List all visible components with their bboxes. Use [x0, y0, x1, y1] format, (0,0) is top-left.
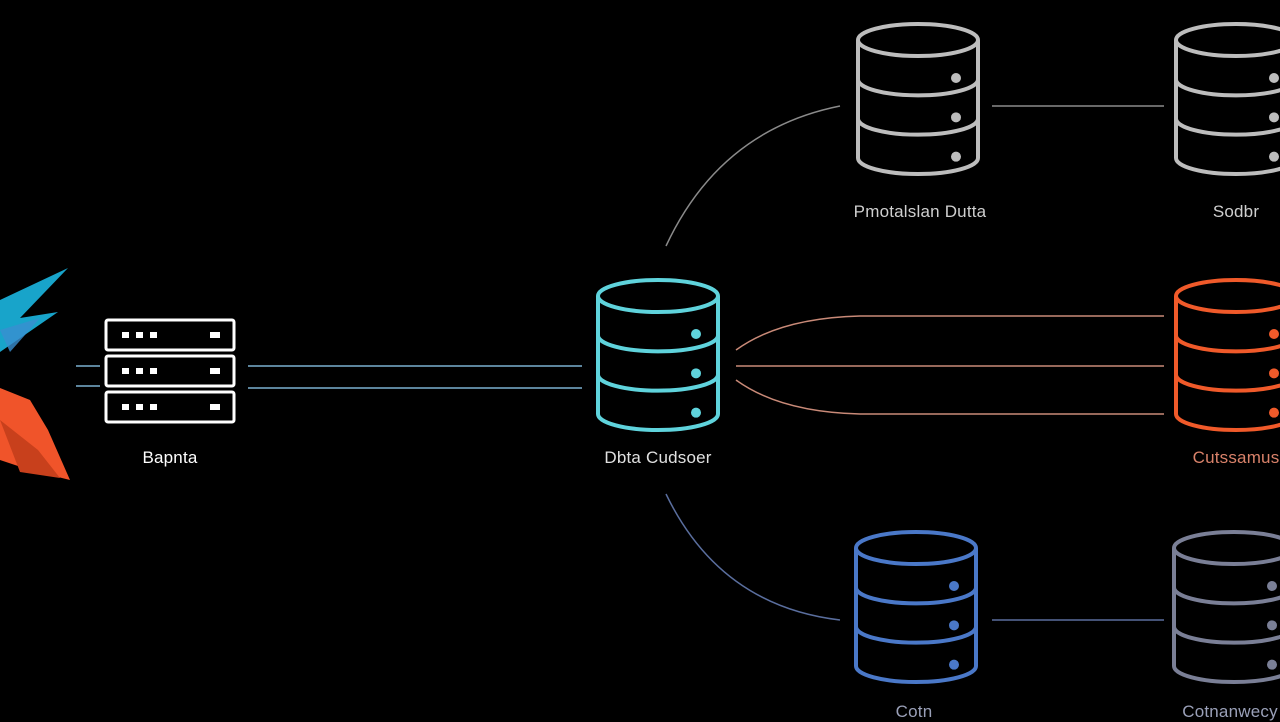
link-hub-mid-3 — [735, 379, 1164, 415]
connectors — [76, 105, 1164, 621]
bottom-left-database-icon — [854, 530, 978, 684]
server-label: Bapnta — [142, 448, 198, 467]
mid-right-database-icon — [1174, 278, 1280, 432]
top-right-label: Sodbr — [1212, 202, 1260, 221]
hub-label: Dbta Cudsoer — [604, 448, 712, 467]
top-right-database-icon — [1174, 22, 1280, 176]
link-hub-top — [665, 105, 841, 247]
top-left-database-icon — [856, 22, 980, 176]
link-hub-bottom — [665, 493, 841, 621]
hub-database-icon — [596, 278, 720, 432]
bottom-right-label: Cotnanwecy — [1182, 702, 1278, 721]
server-icon — [104, 318, 236, 424]
mid-right-label: Cutssamus — [1192, 448, 1280, 467]
bottom-right-database-icon — [1172, 530, 1280, 684]
bottom-left-label: Cotn — [895, 702, 933, 721]
top-left-label: Pmotalslan Dutta — [853, 202, 987, 221]
link-hub-mid-1 — [735, 315, 1164, 351]
logo-mark — [0, 268, 70, 480]
